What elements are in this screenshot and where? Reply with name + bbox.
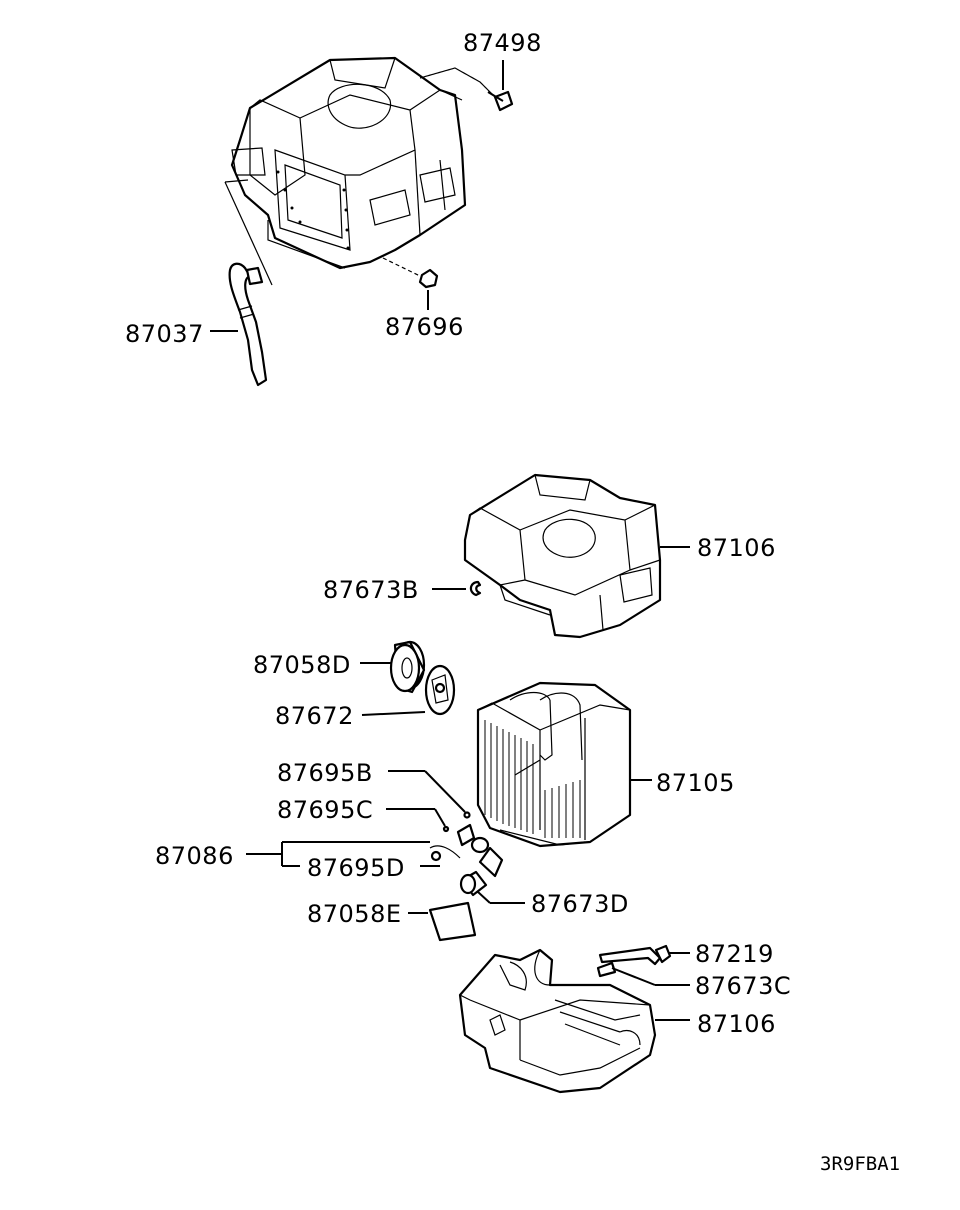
drain-hose-87037: [210, 179, 273, 387]
label-87695D: 87695D: [307, 854, 405, 882]
nut-87696: [382, 257, 439, 310]
label-87086: 87086: [155, 842, 234, 870]
label-87673C: 87673C: [695, 972, 791, 1000]
upper-case-87106: [463, 473, 662, 639]
pipe-87219: [598, 944, 690, 966]
clip-87673B: [432, 580, 482, 597]
seal-87058D: [360, 640, 426, 694]
label-87673B: 87673B: [323, 576, 419, 604]
label-87106-top: 87106: [697, 534, 776, 562]
label-87498: 87498: [463, 29, 542, 57]
evaporator-87105: [476, 681, 632, 848]
valve-parts: [386, 770, 504, 878]
diagram-code: 3R9FBA1: [820, 1153, 900, 1175]
lower-case-87106: [458, 948, 657, 1094]
label-87695C: 87695C: [277, 796, 373, 824]
label-87672: 87672: [275, 702, 354, 730]
label-87058E: 87058E: [307, 900, 402, 928]
label-87105: 87105: [656, 769, 735, 797]
label-87219: 87219: [695, 940, 774, 968]
clip-87673C: [596, 961, 690, 986]
label-87058D: 87058D: [253, 651, 351, 679]
label-87695B: 87695B: [277, 759, 373, 787]
label-87037: 87037: [125, 320, 204, 348]
label-87106-bottom: 87106: [697, 1010, 776, 1038]
cap-87673D: [459, 870, 525, 904]
label-87673D: 87673D: [531, 890, 629, 918]
pad-87058E: [408, 901, 477, 942]
bolt-87498: [419, 60, 514, 112]
label-87696: 87696: [385, 313, 464, 341]
cooling-unit-assembly: [230, 56, 467, 270]
grommet-87672: [361, 664, 456, 716]
bracket-87086: [246, 841, 440, 867]
evaporator-fins: [484, 720, 581, 838]
